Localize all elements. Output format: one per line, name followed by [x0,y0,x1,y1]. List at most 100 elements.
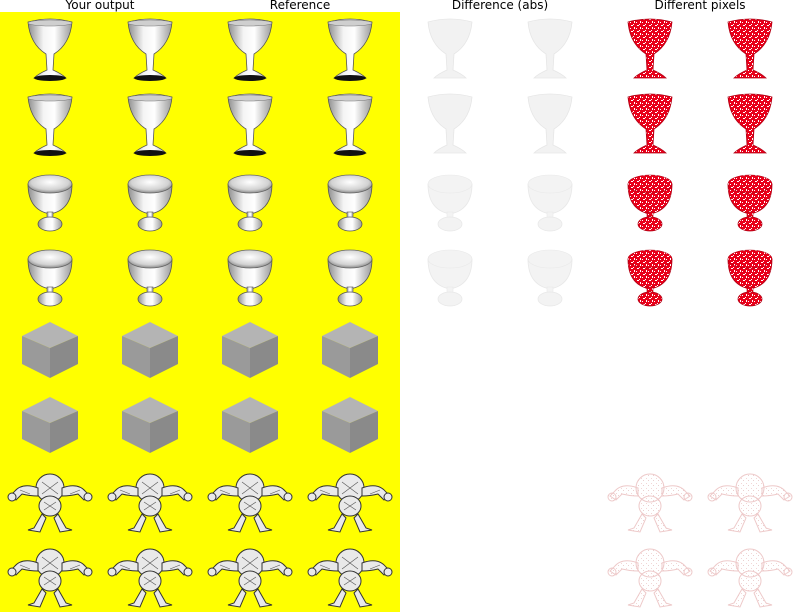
bowl-cup-reference-a-cell [200,237,300,312]
goblet-pixels-a-cell [600,12,700,87]
armadillo-render [7,548,93,608]
goblet-output-b-cell [100,87,200,162]
goblet-reference-a-cell [200,87,300,162]
bowl-cup-pixels-a-cell [600,237,700,312]
goblet-render [727,18,773,79]
cube-difference-b-cell [500,312,600,387]
cube-render [500,387,600,462]
cube-render [222,397,278,453]
bowl-cup-render [27,174,73,232]
cube-render [700,387,800,462]
bowl-cup-difference-a-cell [400,237,500,312]
armadillo-output-a-cell [0,462,100,537]
goblet-render [327,18,373,81]
cube-difference-a-cell [400,312,500,387]
cube-pixels-b-cell [700,312,800,387]
column-title-reference: Reference [269,0,331,12]
goblet-output-a-cell [0,87,100,162]
armadillo-pixels-b-cell [700,537,800,612]
bowl-cup-render [527,174,573,232]
cube-render [22,322,78,378]
cube-render [22,397,78,453]
armadillo-render [500,462,600,537]
column-title-difference: Difference (abs) [451,0,549,12]
armadillo-difference-b-cell [500,537,600,612]
goblet-difference-b-cell [500,12,600,87]
armadillo-pixels-b-cell [700,462,800,537]
goblet-render [627,93,673,154]
bowl-cup-render [127,249,173,307]
bowl-cup-output-a-cell [0,162,100,237]
goblet-pixels-b-cell [700,87,800,162]
armadillo-render [607,473,693,533]
armadillo-reference-a-cell [200,537,300,612]
cube-reference-b-cell [300,387,400,462]
bowl-cup-render [427,249,473,307]
armadillo-pixels-a-cell [600,537,700,612]
goblet-reference-b-cell [300,87,400,162]
bowl-cup-output-b-cell [100,237,200,312]
cube-output-b-cell [100,387,200,462]
armadillo-output-b-cell [100,537,200,612]
armadillo-render [707,548,793,608]
goblet-render [327,93,373,156]
armadillo-render [607,548,693,608]
bowl-cup-difference-a-cell [400,162,500,237]
cube-render [600,387,700,462]
armadillo-reference-b-cell [300,537,400,612]
armadillo-render [7,473,93,533]
bowl-cup-difference-b-cell [500,237,600,312]
goblet-render [227,93,273,156]
bowl-cup-pixels-a-cell [600,162,700,237]
goblet-render [227,18,273,81]
armadillo-render [400,462,500,537]
bowl-cup-pixels-b-cell [700,162,800,237]
bowl-cup-reference-b-cell [300,162,400,237]
cube-difference-a-cell [400,387,500,462]
bowl-cup-render [127,174,173,232]
bowl-cup-render [727,174,773,232]
cube-render [222,322,278,378]
armadillo-render [107,548,193,608]
bowl-cup-render [227,249,273,307]
goblet-difference-a-cell [400,12,500,87]
cube-output-a-cell [0,312,100,387]
cube-difference-b-cell [500,387,600,462]
goblet-render [727,93,773,154]
armadillo-render [307,473,393,533]
bowl-cup-render [427,174,473,232]
bowl-cup-output-a-cell [0,237,100,312]
cube-render [600,312,700,387]
armadillo-render [207,473,293,533]
armadillo-pixels-a-cell [600,462,700,537]
bowl-cup-render [627,249,673,307]
goblet-render [627,18,673,79]
cube-pixels-a-cell [600,312,700,387]
cube-reference-b-cell [300,312,400,387]
cube-output-a-cell [0,387,100,462]
goblet-render [127,18,173,81]
bowl-cup-reference-b-cell [300,237,400,312]
armadillo-render [500,537,600,612]
bowl-cup-render [27,249,73,307]
armadillo-difference-a-cell [400,462,500,537]
column-title-pixels: Different pixels [654,0,746,12]
goblet-reference-a-cell [200,12,300,87]
bowl-cup-reference-a-cell [200,162,300,237]
goblet-difference-b-cell [500,87,600,162]
goblet-render [127,93,173,156]
armadillo-reference-b-cell [300,462,400,537]
goblet-render [27,93,73,156]
cube-pixels-a-cell [600,387,700,462]
armadillo-render [707,473,793,533]
goblet-output-a-cell [0,12,100,87]
bowl-cup-pixels-b-cell [700,237,800,312]
armadillo-render [107,473,193,533]
cube-reference-a-cell [200,387,300,462]
cube-render [322,397,378,453]
armadillo-render [400,537,500,612]
armadillo-render [207,548,293,608]
cube-render [322,322,378,378]
armadillo-output-b-cell [100,462,200,537]
bowl-cup-render [527,249,573,307]
